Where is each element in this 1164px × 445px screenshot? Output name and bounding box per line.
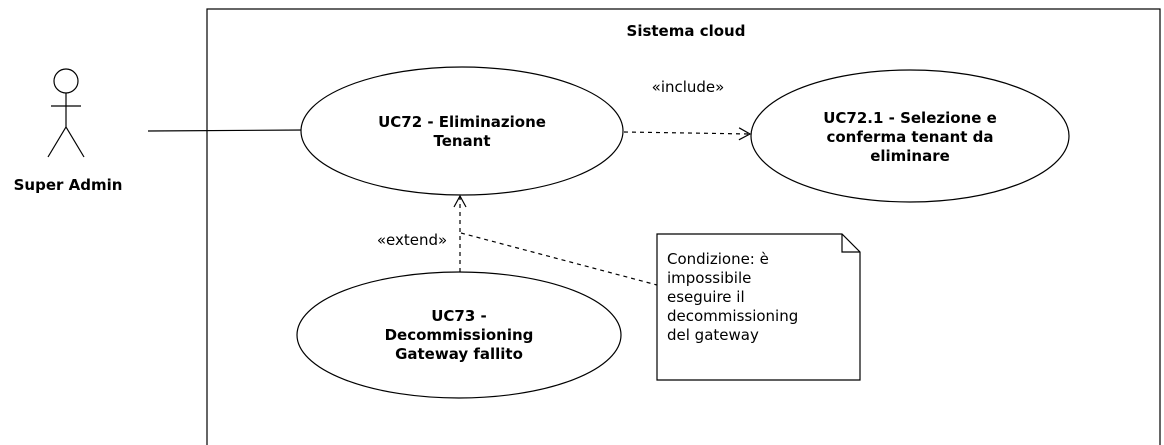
use-case-uc72-1-label-line1: UC72.1 - Selezione e <box>823 109 997 127</box>
include-label: «include» <box>652 78 725 96</box>
actor-left-leg <box>47 126 67 158</box>
note-line-2: impossibile <box>667 269 751 287</box>
use-case-uc73-label-line3: Gateway fallito <box>395 345 523 363</box>
actor-head <box>53 68 79 94</box>
note-line-5: del gateway <box>667 326 759 344</box>
note-folded-corner <box>841 234 860 253</box>
note-line-3: eseguire il <box>667 288 745 306</box>
note-line-1: Condizione: è <box>667 250 769 268</box>
note-connector[interactable] <box>460 232 658 286</box>
use-case-uc72-label-line1: UC72 - Eliminazione <box>378 113 546 131</box>
use-case-uc73-label-line1: UC73 - <box>431 307 487 325</box>
use-case-uc72[interactable]: UC72 - Eliminazione Tenant <box>300 66 624 196</box>
condition-note[interactable]: Condizione: è impossibile eseguire il de… <box>656 233 861 381</box>
system-title: Sistema cloud <box>627 22 746 40</box>
use-case-uc73-shape <box>296 271 622 399</box>
use-case-uc72-1-label-line2: conferma tenant da <box>826 128 993 146</box>
note-line-4: decommissioning <box>667 307 798 325</box>
use-case-uc72-label-line2: Tenant <box>433 132 490 150</box>
note-shape <box>656 233 861 381</box>
include-arrow[interactable] <box>623 127 752 141</box>
use-case-uc72-1[interactable]: UC72.1 - Selezione e conferma tenant da … <box>750 69 1070 203</box>
actor-super-admin[interactable] <box>47 68 85 158</box>
use-case-uc72-1-label-line3: eliminare <box>870 147 950 165</box>
association-line[interactable] <box>147 129 305 132</box>
actor-label: Super Admin <box>14 176 123 194</box>
system-boundary[interactable] <box>206 8 1161 445</box>
actor-right-leg <box>65 126 85 158</box>
use-case-uc73[interactable]: UC73 - Decommissioning Gateway fallito <box>296 271 622 399</box>
extend-label: «extend» <box>377 231 447 249</box>
use-case-uc73-label-line2: Decommissioning <box>385 326 534 344</box>
use-case-uc72-shape <box>300 66 624 196</box>
